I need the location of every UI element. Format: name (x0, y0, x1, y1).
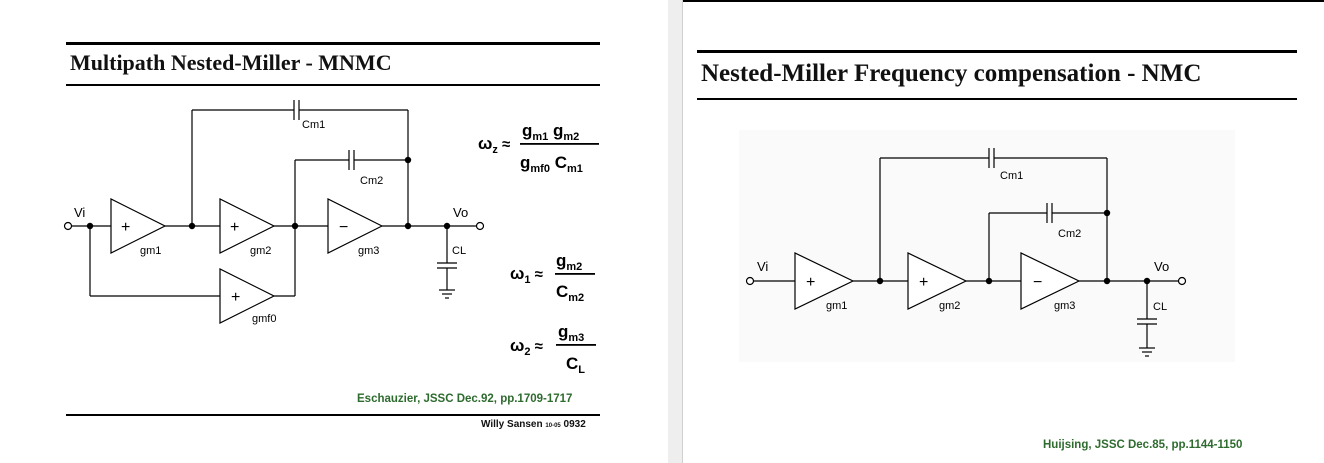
gm2-label: gm2 (939, 300, 960, 312)
citation: Eschauzier, JSSC Dec.92, pp.1709-1717 (357, 393, 573, 405)
citation: Huijsing, JSSC Dec.85, pp.1144-1150 (1043, 439, 1243, 451)
svg-text:ωz ≈: ωz ≈ (478, 134, 510, 156)
vi-terminal (63, 221, 73, 231)
vi-label: Vi (757, 259, 768, 274)
amp-gm2 (219, 198, 276, 254)
slide-title: Multipath Nested-Miller - MNMC (70, 50, 392, 75)
title-bottom-rule (697, 98, 1297, 100)
cm2-label: Cm2 (1058, 228, 1081, 240)
svg-text:Cm2: Cm2 (556, 282, 584, 304)
vo-label: Vo (453, 205, 468, 220)
diagram-background (739, 130, 1235, 362)
cl-label: CL (452, 245, 466, 257)
cl-label: CL (1153, 301, 1167, 313)
slide-mnmc: Multipath Nested-Miller - MNMC Vi + gm1 … (63, 42, 600, 430)
svg-text:gm3: gm3 (558, 322, 584, 344)
vo-terminal (1177, 276, 1187, 286)
svg-text:+: + (230, 219, 239, 236)
svg-text:gmf0 Cm1: gmf0 Cm1 (520, 153, 583, 175)
amp-gm1 (110, 198, 167, 254)
mnmc-circuit-diagram: Vi + gm1 + gm2 − gm3 Vo Cm1 (63, 100, 599, 376)
svg-text:−: − (339, 219, 348, 236)
svg-text:+: + (121, 219, 130, 236)
gm2-label: gm2 (250, 245, 271, 257)
amp-gm1 (794, 252, 855, 310)
amp-gmf0 (219, 268, 276, 324)
title-top-rule (66, 42, 600, 45)
svg-text:+: + (806, 274, 815, 291)
node-cm2 (1103, 209, 1111, 217)
title-top-rule (697, 50, 1297, 53)
gmf0-label: gmf0 (252, 313, 276, 325)
cm2-label: Cm2 (360, 175, 383, 187)
vi-label: Vi (74, 205, 85, 220)
svg-text:CL: CL (566, 354, 585, 376)
eq-omega-2: ω2 ≈ gm3 CL (510, 322, 596, 376)
vo-label: Vo (1154, 259, 1169, 274)
top-edge-rule (683, 0, 1324, 2)
cm1-label: Cm1 (1000, 170, 1023, 182)
cm1-label: Cm1 (302, 119, 325, 131)
slide-title: Nested-Miller Frequency compensation - N… (701, 60, 1202, 87)
author-credit: Willy Sansen 10-05 0932 (481, 419, 586, 430)
svg-text:−: − (1033, 274, 1042, 291)
vi-terminal (745, 276, 755, 286)
gm3-label: gm3 (358, 245, 379, 257)
nmc-circuit-diagram: Vi + gm1 + gm2 − gm3 Vo Cm1 Cm2 (739, 130, 1235, 362)
title-bottom-rule (66, 84, 600, 86)
svg-text:+: + (231, 289, 240, 306)
gm1-label: gm1 (140, 245, 161, 257)
svg-text:gm2: gm2 (556, 251, 582, 273)
svg-text:ω2 ≈: ω2 ≈ (510, 336, 543, 358)
gm1-label: gm1 (826, 300, 847, 312)
amp-gm2 (907, 252, 968, 310)
svg-text:+: + (919, 274, 928, 291)
amp-gm3 (1020, 252, 1081, 310)
eq-omega-z: ωz ≈ gm1 gm2 gmf0 Cm1 (478, 121, 599, 175)
eq-omega-1: ω1 ≈ gm2 Cm2 (510, 251, 595, 304)
footer-rule (66, 414, 600, 416)
vo-terminal (475, 221, 485, 231)
svg-text:gm1 gm2: gm1 gm2 (522, 121, 579, 143)
gm3-label: gm3 (1054, 300, 1075, 312)
node-cm2 (404, 156, 412, 164)
amp-gm3 (327, 198, 384, 254)
slide-nmc: Nested-Miller Frequency compensation - N… (682, 0, 1324, 463)
slide-separator (668, 0, 682, 463)
svg-text:ω1 ≈: ω1 ≈ (510, 264, 543, 286)
